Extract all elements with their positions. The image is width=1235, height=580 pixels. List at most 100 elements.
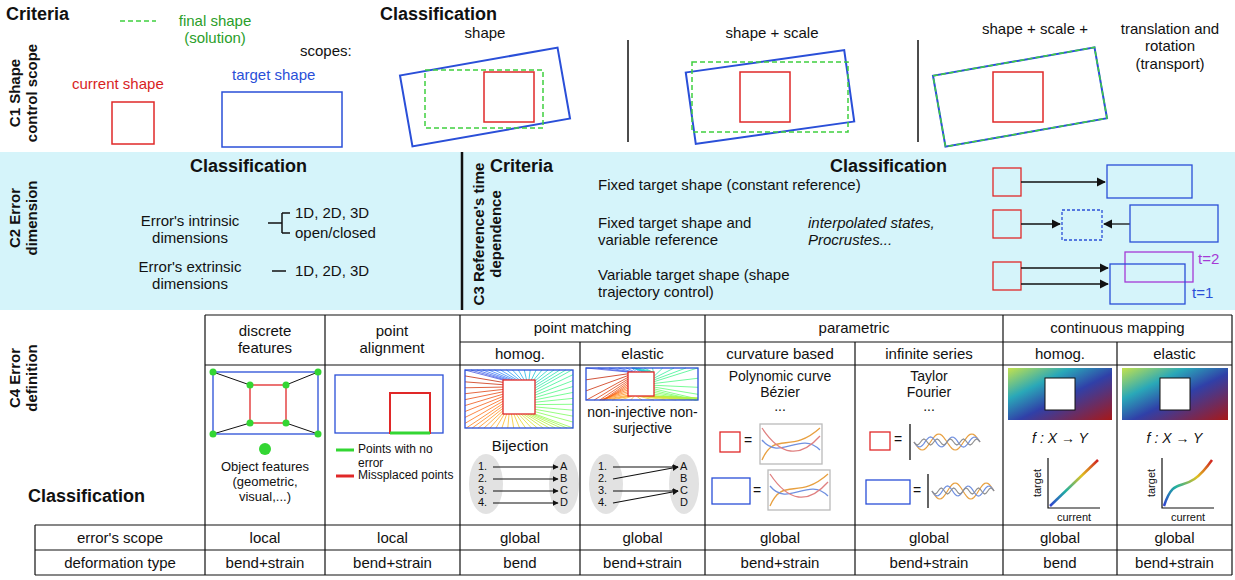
shape-g: [213, 372, 318, 434]
label: bend+strain: [325, 554, 460, 571]
criterion-label: C2 Error dimension: [6, 158, 41, 278]
shape-rect: [760, 424, 822, 464]
label: homog.: [460, 345, 580, 362]
shape-rect: [870, 432, 890, 450]
curve-plots: [712, 424, 928, 510]
heading: Criteria: [6, 4, 96, 25]
fan-line: [483, 370, 510, 380]
label: Fixed target shape and variable referenc…: [598, 214, 798, 249]
shape-rect: [993, 262, 1021, 290]
fan-line: [535, 398, 573, 402]
fan-line: [654, 378, 698, 383]
shape-line: [1021, 181, 1105, 182]
shape-rect: [1110, 264, 1185, 304]
label: translation and rotation (transport): [1110, 20, 1230, 72]
bracket: [268, 213, 290, 271]
fan-line: [529, 370, 530, 380]
label: Missplaced points: [358, 469, 458, 483]
fan-line: [465, 382, 503, 385]
label: elastic: [580, 345, 705, 362]
fan-line: [594, 379, 628, 400]
mapping-arrow: [613, 491, 678, 503]
label: 3.: [478, 484, 496, 497]
fan-line: [465, 387, 503, 389]
shape-line: [268, 222, 282, 224]
label: A: [680, 460, 694, 473]
shape-line: [909, 424, 910, 460]
label: global: [1117, 529, 1232, 546]
mapping-arrow: [493, 466, 558, 467]
shape-g: [210, 369, 322, 456]
wave: [932, 483, 994, 499]
shape-circle: [210, 431, 217, 438]
label: Fixed target shape (constant reference): [598, 176, 988, 193]
label: infinite series: [855, 345, 1003, 362]
scope-transport: [933, 47, 1107, 146]
shape-ellipse: [669, 454, 699, 514]
shape-rect: [712, 478, 750, 504]
shape-line: [35, 524, 1232, 525]
shape-rect: [1062, 210, 1102, 240]
shape-line: [461, 152, 464, 310]
label: t=1: [1192, 284, 1232, 301]
fan-line: [518, 370, 524, 380]
label: 1.: [478, 460, 496, 473]
label: f : X → Y: [1117, 430, 1232, 446]
shape-line: [205, 364, 1232, 365]
shape-rect: [1125, 252, 1193, 282]
shape-rect: [213, 372, 318, 434]
label: 2.: [598, 472, 616, 485]
label: current: [1158, 511, 1218, 524]
shape-line: [281, 213, 283, 233]
label: 4.: [598, 496, 616, 509]
label: D: [680, 496, 694, 509]
shape-rect: [740, 72, 790, 122]
point-alignment-figure: [335, 375, 443, 476]
fan-line: [495, 370, 515, 380]
fan-line: [502, 414, 507, 428]
shape-line: [336, 449, 354, 452]
shape-rect: [1045, 378, 1075, 410]
shape-path: [770, 474, 828, 497]
band: [0, 152, 1235, 310]
shape-line: [1050, 460, 1098, 506]
shape-rect: [866, 480, 910, 504]
fan-line: [508, 414, 509, 428]
shape-line: [1231, 315, 1232, 575]
label: f : X → Y: [1003, 430, 1117, 446]
fan-line: [535, 404, 573, 405]
shape-circle: [247, 382, 254, 389]
shape-g: [1048, 458, 1214, 508]
shape-line: [324, 315, 325, 575]
fan-line: [472, 406, 503, 428]
heading: Classification: [28, 486, 198, 507]
shape-line: [120, 20, 156, 22]
shape-line: [917, 40, 919, 142]
label: global: [460, 529, 580, 546]
fan-line: [603, 383, 628, 400]
label: Bézier: [705, 384, 855, 400]
shape-line: [927, 474, 928, 508]
shape-line: [1104, 223, 1130, 224]
label: bend+strain: [580, 554, 705, 571]
label: target shape: [232, 66, 362, 83]
label: Variable target shape (shape trajectory …: [598, 266, 793, 301]
label: global: [705, 529, 855, 546]
label: interpolated states, Procrustes...: [808, 214, 983, 249]
label: target: [1145, 459, 1158, 507]
heading: Criteria: [490, 156, 580, 177]
shape-line: [286, 372, 318, 385]
fan-line: [523, 414, 543, 428]
fan-line: [535, 375, 573, 393]
label: B: [560, 472, 574, 485]
label: C: [560, 484, 574, 497]
label: global: [855, 529, 1003, 546]
label: Polynomic curve: [705, 368, 855, 384]
shape-line: [282, 212, 290, 214]
label: 1D, 2D, 3D: [295, 262, 395, 279]
label: Bijection: [460, 437, 580, 454]
mapping-arrow: [493, 502, 558, 503]
label: 1.: [598, 460, 616, 473]
label: =: [753, 482, 767, 498]
mapping-arrow: [613, 467, 678, 479]
